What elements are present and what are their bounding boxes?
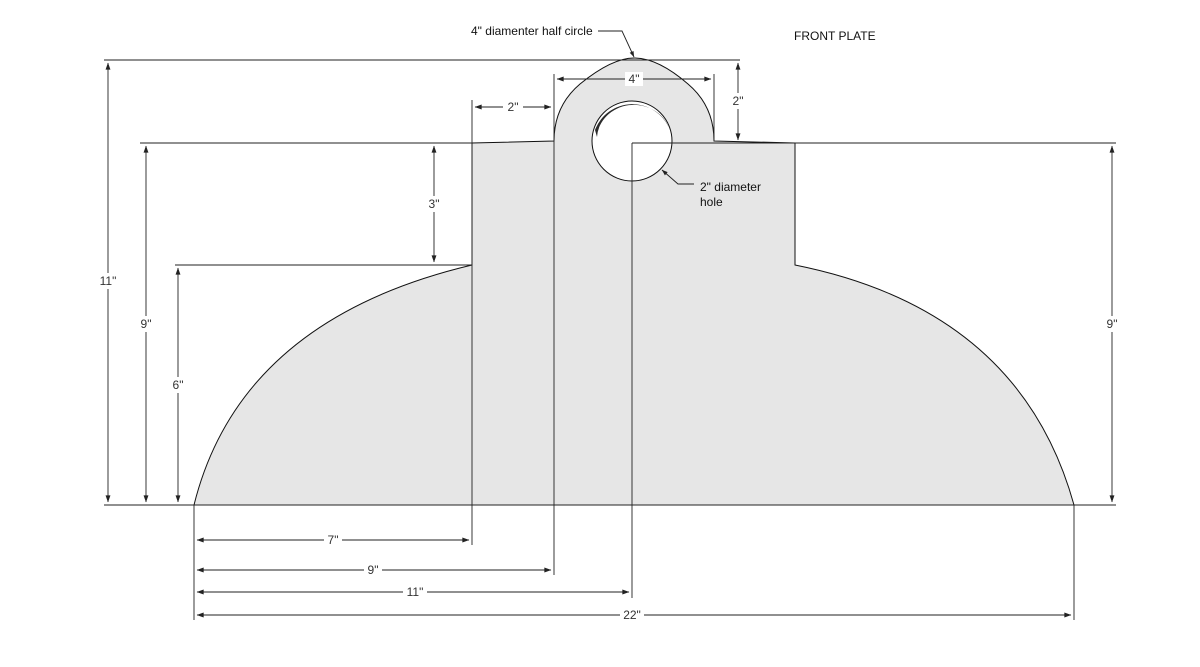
label-bg-ear-width xyxy=(625,72,643,86)
dim-label-body-height-left: 9" xyxy=(141,317,152,331)
label-bg-body-height-left xyxy=(136,316,156,332)
plate-outline xyxy=(193,57,1075,506)
label-bg-overall-width xyxy=(620,608,644,622)
label-bg-to-center xyxy=(403,585,427,599)
dim-label-body-height-right: 9" xyxy=(1107,317,1118,331)
dim-label-to-tab: 7" xyxy=(328,533,339,547)
hole-note-line2: hole xyxy=(700,195,723,209)
label-bg-to-ear xyxy=(364,563,382,577)
label-bg-tab-height xyxy=(424,196,444,212)
dim-label-ear-height: 2" xyxy=(733,94,744,108)
leader-hole xyxy=(661,169,694,185)
label-bg-to-tab xyxy=(324,533,342,547)
label-bg-arc-height xyxy=(168,377,188,393)
label-bg-overall-height xyxy=(96,273,120,289)
leader-half-circle xyxy=(598,30,635,58)
dim-label-tab-offset: 2" xyxy=(508,100,519,114)
dim-label-to-center: 11" xyxy=(407,585,424,599)
dim-label-overall-height: 11" xyxy=(100,274,117,288)
dim-label-overall-width: 22" xyxy=(623,608,641,622)
half-circle-note: 4" diamenter half circle xyxy=(471,24,593,38)
dim-label-ear-width: 4" xyxy=(629,72,640,86)
label-bg-tab-offset xyxy=(503,100,523,114)
dim-label-tab-height: 3" xyxy=(429,197,440,211)
dim-label-to-ear: 9" xyxy=(368,563,379,577)
label-bg-ear-height xyxy=(728,93,748,109)
title-label: FRONT PLATE xyxy=(794,29,876,43)
dim-label-arc-height: 6" xyxy=(173,378,184,392)
label-bg-body-height-right xyxy=(1102,316,1122,332)
hole-note-line1: 2" diameter xyxy=(700,180,761,194)
